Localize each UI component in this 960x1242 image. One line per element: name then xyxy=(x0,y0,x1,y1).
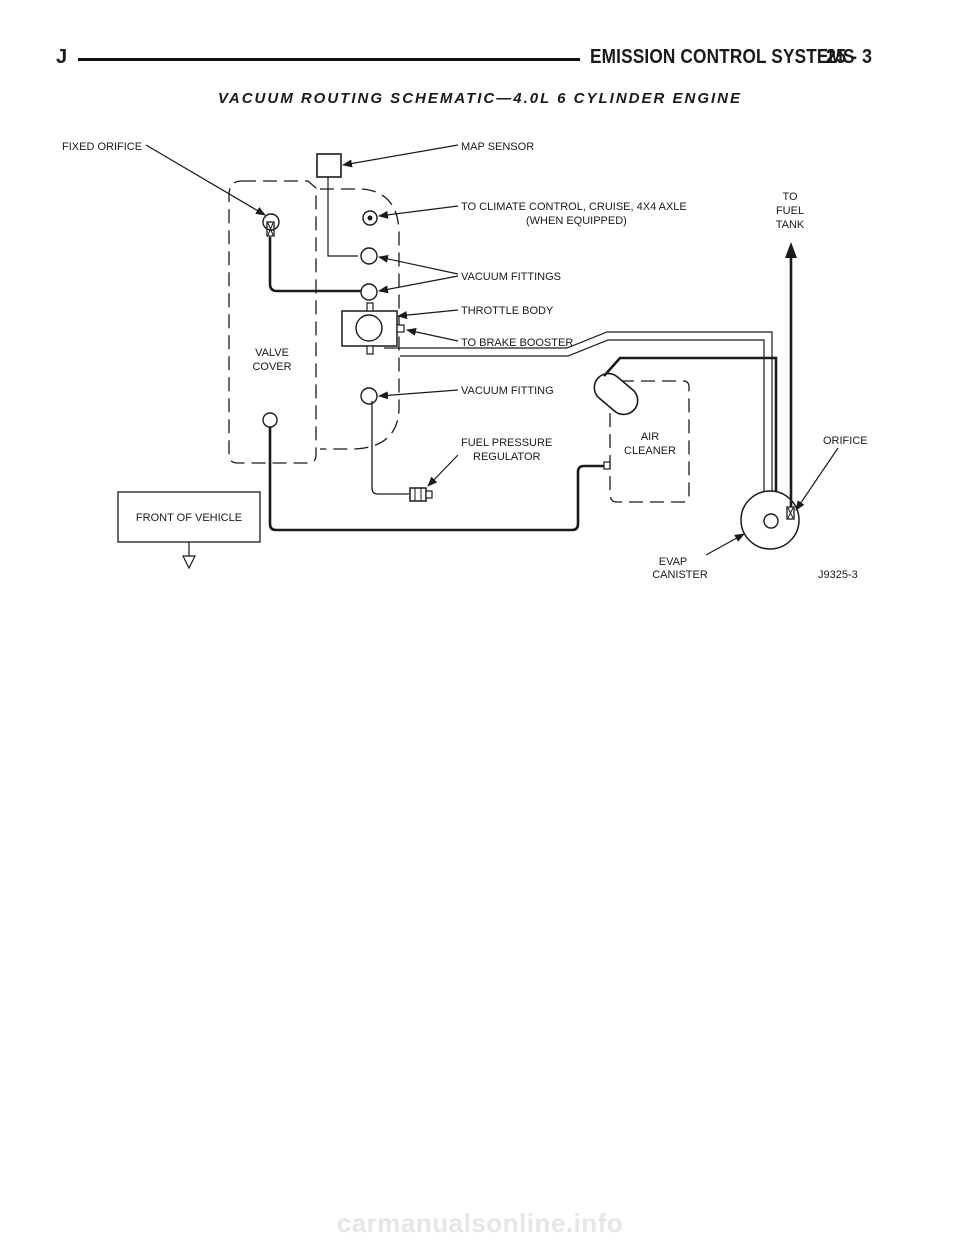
leader-vacuum-fittings-a xyxy=(378,254,459,275)
watermark: carmanualsonline.info xyxy=(336,1208,624,1238)
leader-vacuum-fittings-b xyxy=(378,275,459,294)
leader-fixed-orifice xyxy=(145,144,266,216)
page-header: J EMISSION CONTROL SYSTEMS 25 - 3 xyxy=(56,44,878,74)
figure-id: J9325-3 xyxy=(818,569,858,581)
hose-valve-cover-to-canister xyxy=(268,427,605,532)
label-evap-line1: EVAP xyxy=(659,556,688,568)
leader-orifice xyxy=(795,447,839,511)
label-fuel-tank-line3: TANK xyxy=(776,219,805,231)
leader-vacuum-fitting xyxy=(378,389,459,400)
vacuum-fitting-upper xyxy=(360,247,378,265)
map-sensor-line xyxy=(327,177,358,257)
throttle-body-port-bottom xyxy=(366,345,374,355)
brake-booster-port xyxy=(396,324,405,333)
fuel-tank-arrow xyxy=(785,242,797,258)
throttle-body-port-top xyxy=(366,302,374,312)
label-fuel-tank-line2: FUEL xyxy=(776,205,804,217)
label-evap-line2: CANISTER xyxy=(652,569,708,581)
intake-manifold-outline xyxy=(320,188,400,450)
fuel-regulator-bands xyxy=(414,488,422,501)
section-title: EMISSION CONTROL SYSTEMS xyxy=(590,46,855,68)
map-sensor xyxy=(316,153,342,178)
label-valve-cover-line1: VALVE xyxy=(255,347,289,359)
leader-fuel-regulator xyxy=(427,454,459,487)
hose-to-fuel-regulator xyxy=(371,401,409,495)
label-throttle-body: THROTTLE BODY xyxy=(461,305,554,317)
leader-brake-booster xyxy=(406,327,459,342)
label-climate-line1: TO CLIMATE CONTROL, CRUISE, 4X4 AXLE xyxy=(461,201,687,213)
label-fuel-tank-line1: TO xyxy=(782,191,798,203)
header-rule xyxy=(78,58,580,61)
leader-throttle-body xyxy=(397,309,459,320)
fixed-orifice-mark xyxy=(267,222,274,236)
fixed-orifice-fitting xyxy=(262,213,280,231)
label-climate-line2: (WHEN EQUIPPED) xyxy=(526,215,627,227)
label-orifice: ORIFICE xyxy=(823,435,868,447)
fuel-pressure-regulator xyxy=(409,487,427,502)
label-fuel-pressure-line1: FUEL PRESSURE xyxy=(461,437,552,449)
leader-climate xyxy=(378,205,459,219)
label-air-cleaner-line1: AIR xyxy=(641,431,659,443)
label-vacuum-fitting: VACUUM FITTING xyxy=(461,385,554,397)
vacuum-fitting-manifold xyxy=(360,387,378,405)
label-fixed-orifice: FIXED ORIFICE xyxy=(62,141,142,153)
climate-control-port-dot xyxy=(367,215,373,221)
purge-line-outer xyxy=(400,339,765,521)
air-cleaner-port xyxy=(603,461,611,470)
valve-cover-fitting xyxy=(262,412,278,428)
air-cleaner-outline xyxy=(609,380,690,503)
canister-orifice-mark xyxy=(787,507,794,519)
valve-cover-outline xyxy=(228,180,317,464)
label-brake-booster: TO BRAKE BOOSTER xyxy=(461,337,573,349)
fuel-regulator-port xyxy=(425,490,433,499)
air-cleaner-snorkel xyxy=(593,372,639,416)
throttle-body-bore xyxy=(355,314,383,342)
label-fuel-pressure-line2: REGULATOR xyxy=(473,451,540,463)
hose-canister-to-air-cleaner xyxy=(603,356,778,522)
section-letter: J xyxy=(56,46,68,68)
purge-line xyxy=(384,331,773,521)
label-valve-cover-line2: COVER xyxy=(252,361,291,373)
label-air-cleaner-line2: CLEANER xyxy=(624,445,676,457)
vacuum-fitting-lower xyxy=(360,283,378,301)
evap-canister-port xyxy=(763,513,779,529)
label-vacuum-fittings: VACUUM FITTINGS xyxy=(461,271,561,283)
label-map-sensor: MAP SENSOR xyxy=(461,141,534,153)
leader-evap-canister xyxy=(705,533,745,556)
leader-map-sensor xyxy=(342,144,459,168)
label-front-of-vehicle: FRONT OF VEHICLE xyxy=(136,512,242,524)
page-number: 25 - 3 xyxy=(826,46,873,68)
front-of-vehicle-arrow xyxy=(182,542,196,570)
figure-title: VACUUM ROUTING SCHEMATIC—4.0L 6 CYLINDER… xyxy=(217,90,743,107)
hose-orifice-to-fitting xyxy=(268,237,361,293)
